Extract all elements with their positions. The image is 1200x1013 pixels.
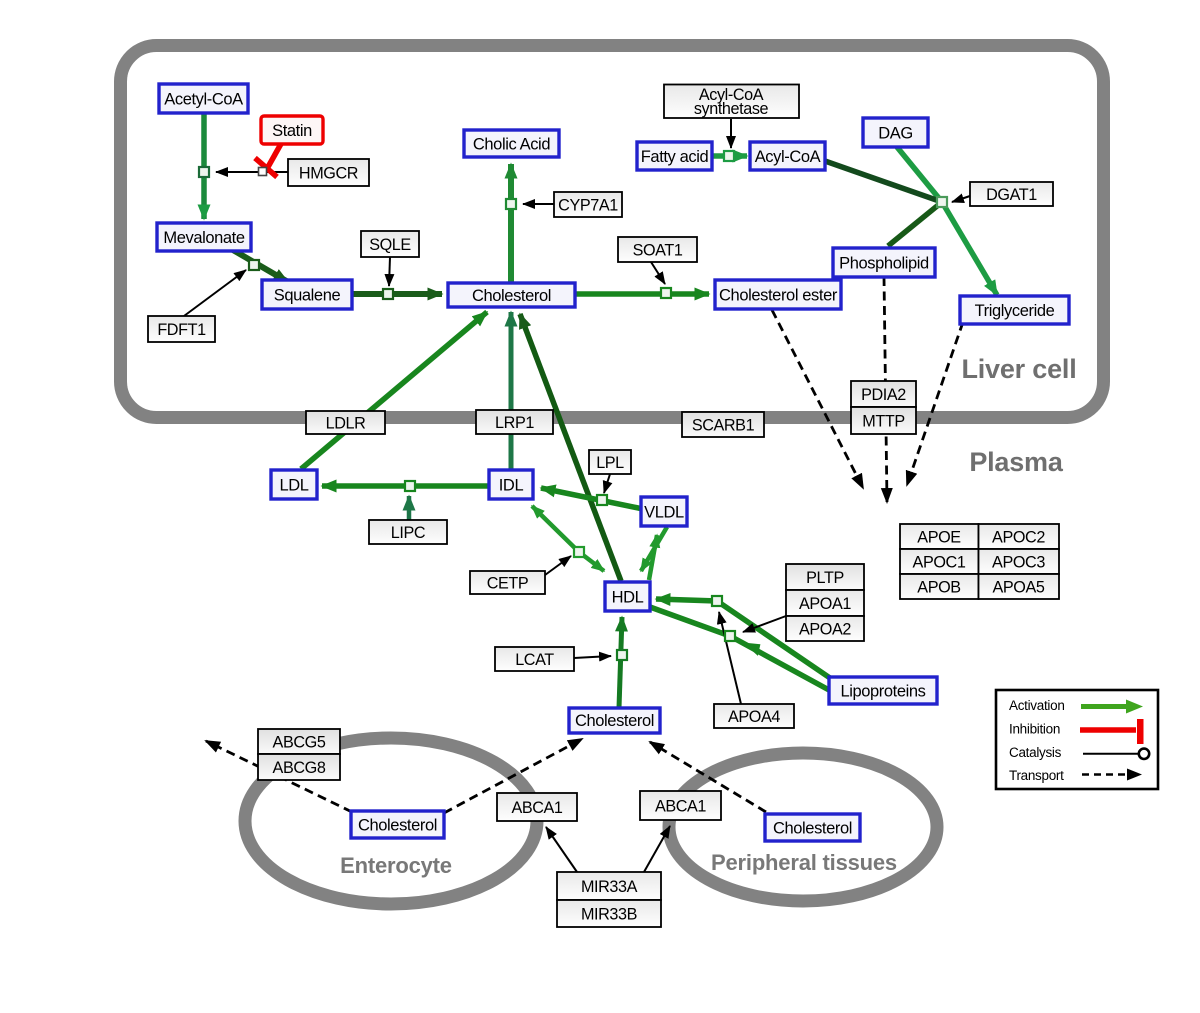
- svg-text:LCAT: LCAT: [515, 651, 554, 669]
- svg-text:Cholesterol ester: Cholesterol ester: [719, 287, 838, 305]
- svg-text:CETP: CETP: [487, 575, 529, 593]
- svg-text:ABCA1: ABCA1: [655, 798, 706, 816]
- svg-text:APOE: APOE: [917, 529, 961, 547]
- svg-text:MTTP: MTTP: [862, 413, 904, 431]
- svg-text:Activation: Activation: [1009, 698, 1065, 713]
- svg-text:APOC3: APOC3: [992, 554, 1045, 572]
- svg-text:FDFT1: FDFT1: [157, 321, 206, 339]
- svg-text:SQLE: SQLE: [369, 236, 411, 254]
- svg-text:Liver cell: Liver cell: [961, 354, 1076, 384]
- svg-text:Squalene: Squalene: [274, 287, 341, 305]
- svg-text:ABCG8: ABCG8: [273, 759, 326, 777]
- svg-text:Catalysis: Catalysis: [1009, 745, 1062, 760]
- svg-text:ABCA1: ABCA1: [511, 799, 562, 817]
- svg-text:Mevalonate: Mevalonate: [163, 229, 245, 247]
- svg-text:Enterocyte: Enterocyte: [340, 853, 452, 878]
- svg-text:PLTP: PLTP: [806, 569, 844, 587]
- svg-text:MIR33B: MIR33B: [581, 906, 637, 924]
- svg-text:CYP7A1: CYP7A1: [558, 197, 618, 215]
- svg-text:Lipoproteins: Lipoproteins: [840, 683, 925, 701]
- svg-text:Acyl-CoA: Acyl-CoA: [755, 148, 821, 166]
- svg-text:LDLR: LDLR: [326, 415, 366, 433]
- svg-text:Acetyl-CoA: Acetyl-CoA: [164, 91, 243, 109]
- svg-text:MIR33A: MIR33A: [581, 878, 638, 896]
- svg-text:Cholic Acid: Cholic Acid: [473, 136, 550, 154]
- svg-text:APOA5: APOA5: [993, 579, 1045, 597]
- svg-text:VLDL: VLDL: [644, 504, 684, 522]
- svg-text:Plasma: Plasma: [969, 447, 1064, 477]
- svg-text:DGAT1: DGAT1: [986, 186, 1037, 204]
- svg-text:SOAT1: SOAT1: [633, 242, 683, 260]
- svg-text:APOA4: APOA4: [728, 708, 780, 726]
- svg-text:Cholesterol: Cholesterol: [358, 817, 437, 835]
- svg-text:Inhibition: Inhibition: [1009, 722, 1060, 737]
- svg-text:LPL: LPL: [596, 454, 624, 472]
- svg-text:Cholesterol: Cholesterol: [773, 820, 852, 838]
- svg-text:APOA2: APOA2: [799, 621, 851, 639]
- svg-text:LRP1: LRP1: [495, 414, 534, 432]
- svg-text:synthetase: synthetase: [694, 100, 769, 118]
- svg-text:Phospholipid: Phospholipid: [839, 255, 929, 273]
- svg-text:APOC2: APOC2: [992, 529, 1045, 547]
- svg-text:HDL: HDL: [612, 589, 644, 607]
- svg-text:SCARB1: SCARB1: [692, 417, 755, 435]
- svg-text:IDL: IDL: [499, 477, 524, 495]
- svg-text:HMGCR: HMGCR: [299, 165, 358, 183]
- svg-text:APOC1: APOC1: [913, 554, 966, 572]
- svg-text:Cholesterol: Cholesterol: [575, 712, 654, 730]
- svg-text:Cholesterol: Cholesterol: [472, 287, 551, 305]
- svg-text:Statin: Statin: [272, 122, 312, 140]
- svg-text:Peripheral tissues: Peripheral tissues: [711, 850, 897, 875]
- svg-text:LDL: LDL: [279, 477, 308, 495]
- svg-text:APOB: APOB: [917, 579, 960, 597]
- svg-text:DAG: DAG: [878, 125, 913, 143]
- svg-text:Triglyceride: Triglyceride: [975, 302, 1055, 320]
- svg-text:APOA1: APOA1: [799, 595, 851, 613]
- svg-text:Transport: Transport: [1009, 768, 1064, 783]
- svg-text:LIPC: LIPC: [391, 524, 426, 542]
- svg-text:PDIA2: PDIA2: [861, 386, 906, 404]
- svg-text:Fatty acid: Fatty acid: [641, 148, 709, 166]
- svg-text:Acyl-CoA: Acyl-CoA: [699, 86, 764, 104]
- svg-text:ABCG5: ABCG5: [273, 734, 326, 752]
